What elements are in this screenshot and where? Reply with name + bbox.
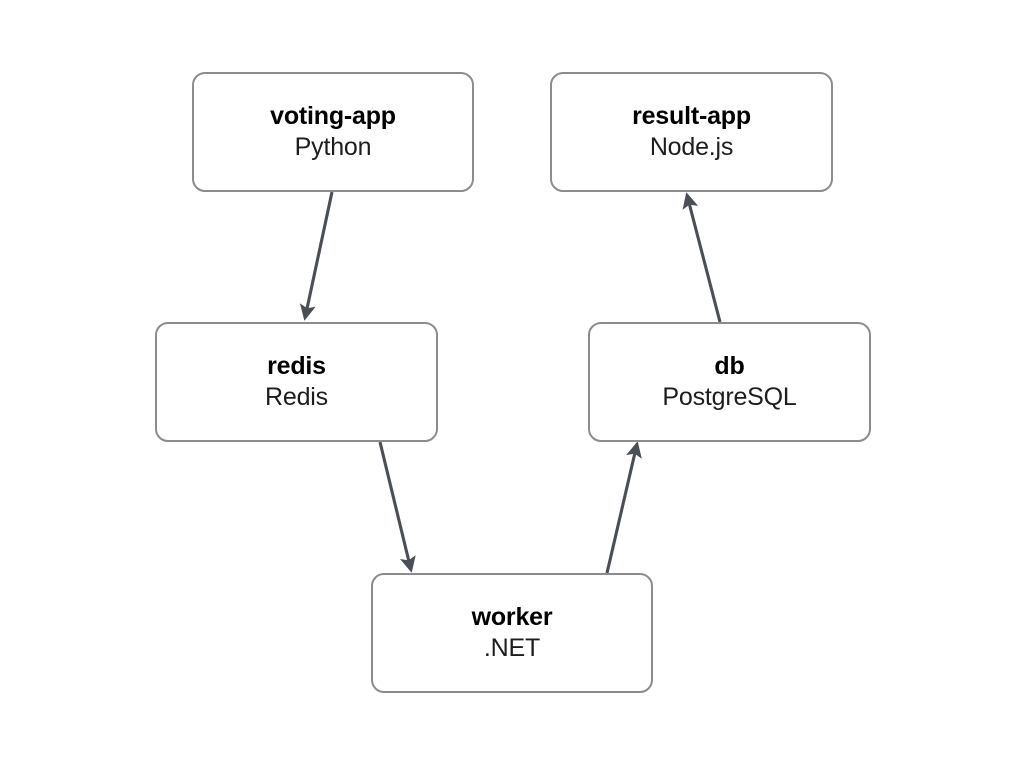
node-result-app[interactable]: result-app Node.js (550, 72, 833, 192)
edge-worker-to-db (605, 441, 642, 574)
node-db[interactable]: db PostgreSQL (588, 322, 871, 442)
node-redis[interactable]: redis Redis (155, 322, 438, 442)
node-title: worker (471, 603, 553, 631)
node-subtitle: Redis (265, 382, 328, 411)
node-worker[interactable]: worker .NET (371, 573, 653, 693)
node-subtitle: Python (294, 132, 372, 161)
node-title: result-app (632, 102, 751, 130)
edge-db-to-result-app (682, 192, 722, 323)
node-title: db (714, 352, 745, 380)
node-voting-app[interactable]: voting-app Python (192, 72, 474, 192)
node-title: voting-app (270, 102, 396, 130)
edge-redis-to-worker (378, 441, 416, 573)
node-title: redis (267, 352, 326, 380)
node-subtitle: .NET (483, 633, 541, 662)
node-subtitle: Node.js (649, 132, 734, 161)
node-subtitle: PostgreSQL (662, 382, 797, 411)
edge-voting-app-to-redis (299, 191, 334, 321)
